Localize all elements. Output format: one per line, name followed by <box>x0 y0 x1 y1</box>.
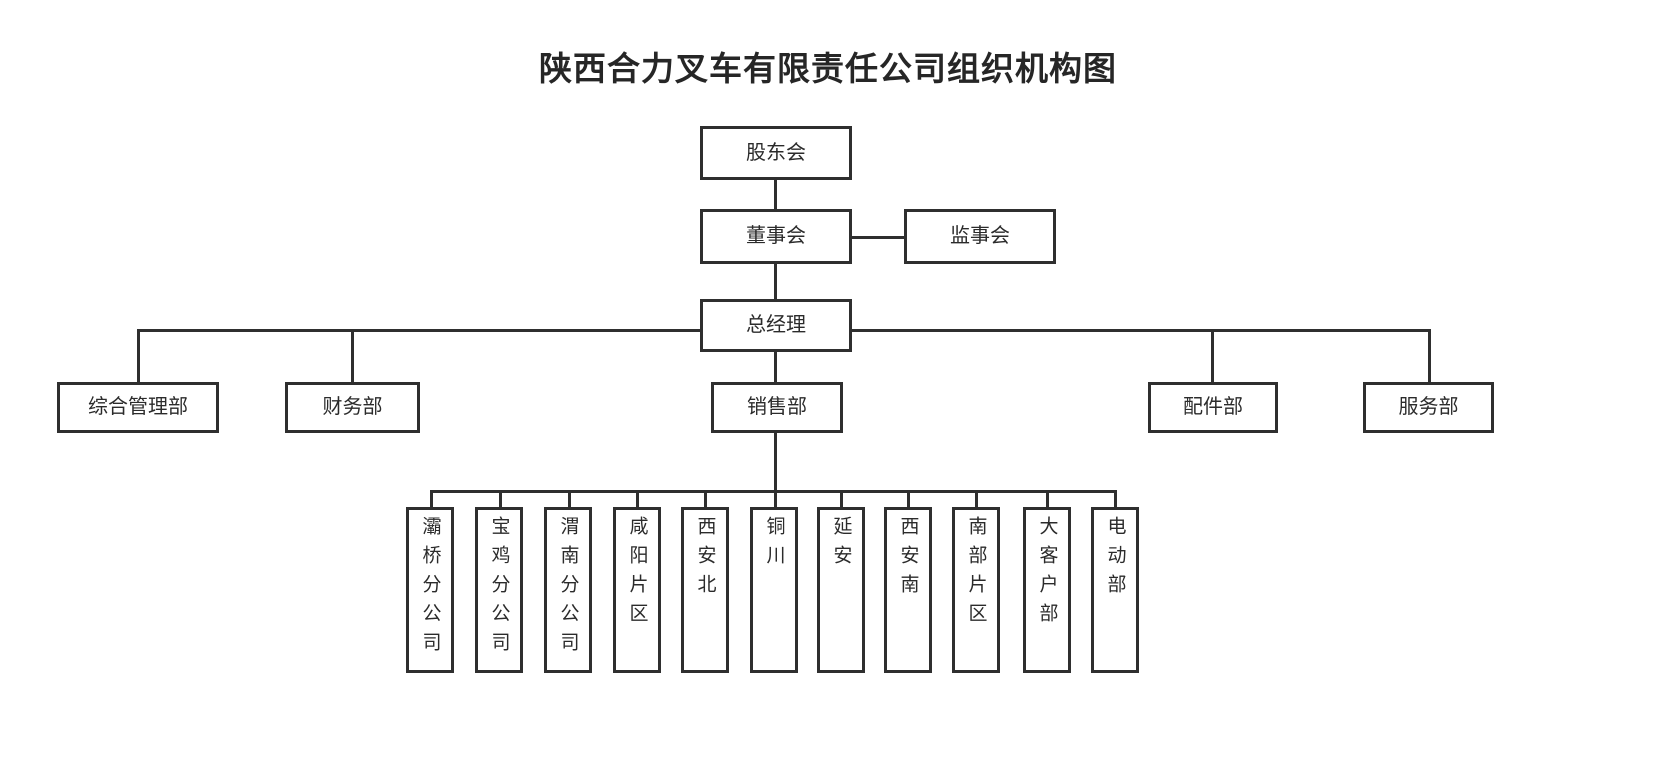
connector-drop-key-account <box>1046 490 1049 509</box>
node-sales-unit-yanan-label: 延安 <box>830 516 852 574</box>
connector-drop-weinan <box>568 490 571 509</box>
node-department-parts[interactable]: 配件部 <box>1148 382 1278 433</box>
node-department-parts-label: 配件部 <box>1183 396 1243 418</box>
node-sales-unit-south-zone-label: 南部片区 <box>965 516 987 632</box>
connector-board-to-gm <box>774 262 777 300</box>
node-sales-unit-tongchuan-label: 铜川 <box>763 516 785 574</box>
node-shareholders[interactable]: 股东会 <box>700 126 852 180</box>
node-department-sales[interactable]: 销售部 <box>711 382 843 433</box>
node-sales-unit-weinan-label: 渭南分公司 <box>557 516 579 661</box>
node-sales-unit-xianyang-label: 咸阳片区 <box>626 516 648 632</box>
node-department-admin[interactable]: 综合管理部 <box>57 382 219 433</box>
connector-drop-xianyang <box>636 490 639 509</box>
connector-drop-baoji <box>499 490 502 509</box>
connector-sales-horizontal-bus <box>430 490 1117 493</box>
connector-drop-electric <box>1114 490 1117 509</box>
node-sales-unit-xian-north[interactable]: 西安北 <box>681 507 729 673</box>
node-sales-unit-tongchuan[interactable]: 铜川 <box>750 507 798 673</box>
connector-drop-parts <box>1211 329 1214 383</box>
connector-sales-to-bus <box>774 430 777 492</box>
connector-drop-service <box>1428 329 1431 383</box>
node-sales-unit-key-account-label: 大客户部 <box>1036 516 1058 632</box>
node-sales-unit-xian-south-label: 西安南 <box>897 516 919 603</box>
node-general-manager[interactable]: 总经理 <box>700 299 852 352</box>
connector-drop-tongchuan <box>774 490 777 509</box>
connector-drop-yanan <box>840 490 843 509</box>
node-sales-unit-baqiao[interactable]: 灞桥分公司 <box>406 507 454 673</box>
connector-drop-baqiao <box>430 490 433 509</box>
node-department-finance-label: 财务部 <box>322 396 383 418</box>
node-sales-unit-xianyang[interactable]: 咸阳片区 <box>613 507 661 673</box>
node-sales-unit-xian-south[interactable]: 西安南 <box>884 507 932 673</box>
connector-board-to-supervisors <box>851 236 906 239</box>
node-sales-unit-baoji[interactable]: 宝鸡分公司 <box>475 507 523 673</box>
node-department-finance[interactable]: 财务部 <box>285 382 420 433</box>
node-board-of-supervisors[interactable]: 监事会 <box>904 209 1056 264</box>
node-sales-unit-baoji-label: 宝鸡分公司 <box>488 516 510 661</box>
node-department-sales-label: 销售部 <box>747 396 807 418</box>
connector-drop-xian-north <box>704 490 707 509</box>
page-title: 陕西合力叉车有限责任公司组织机构图 <box>539 49 1117 88</box>
node-sales-unit-baqiao-label: 灞桥分公司 <box>419 516 441 661</box>
connector-shareholders-to-board <box>774 178 777 211</box>
node-general-manager-label: 总经理 <box>746 314 806 336</box>
node-sales-unit-xian-north-label: 西安北 <box>694 516 716 603</box>
node-sales-unit-electric[interactable]: 电动部 <box>1091 507 1139 673</box>
node-board-of-supervisors-label: 监事会 <box>950 225 1010 247</box>
node-department-service-label: 服务部 <box>1398 396 1459 418</box>
node-shareholders-label: 股东会 <box>746 141 806 164</box>
node-sales-unit-yanan[interactable]: 延安 <box>817 507 865 673</box>
node-sales-unit-south-zone[interactable]: 南部片区 <box>952 507 1000 673</box>
node-sales-unit-electric-label: 电动部 <box>1104 516 1126 603</box>
node-sales-unit-weinan[interactable]: 渭南分公司 <box>544 507 592 673</box>
node-department-service[interactable]: 服务部 <box>1363 382 1494 433</box>
node-department-admin-label: 综合管理部 <box>88 396 188 418</box>
node-board-of-directors[interactable]: 董事会 <box>700 209 852 264</box>
node-sales-unit-key-account[interactable]: 大客户部 <box>1023 507 1071 673</box>
connector-drop-sales <box>774 351 777 383</box>
connector-drop-south-zone <box>975 490 978 509</box>
connector-drop-finance <box>351 329 354 383</box>
connector-drop-xian-south <box>907 490 910 509</box>
node-board-of-directors-label: 董事会 <box>746 225 806 247</box>
connector-drop-admin <box>137 329 140 383</box>
